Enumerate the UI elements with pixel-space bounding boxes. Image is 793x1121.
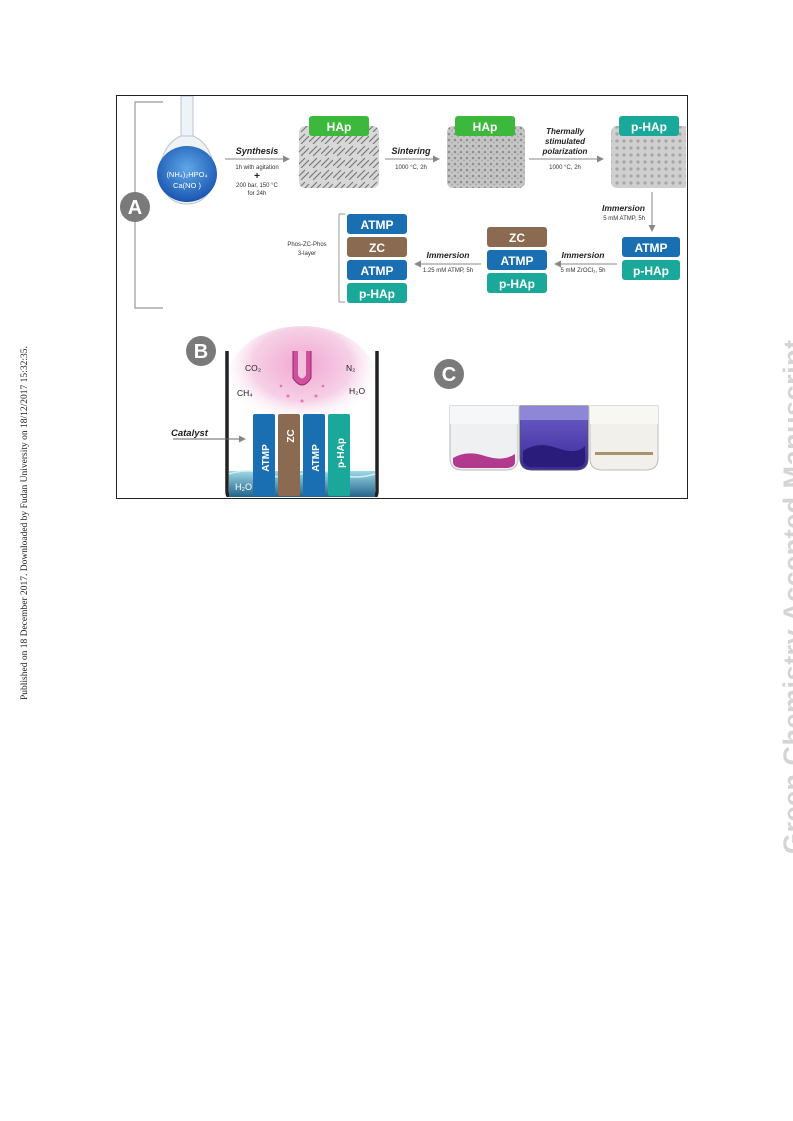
gas-h2o-label: H₂O (349, 386, 365, 396)
badge-hap-2 (455, 116, 515, 136)
layer-stack-2: ZC ATMP p-HAp (487, 227, 547, 293)
catalyst-layer-4: p-HAp (336, 438, 347, 468)
step-immersion-1-title: Immersion (602, 203, 645, 213)
panel-a-badge (120, 192, 150, 222)
panel-b-letter: B (194, 341, 208, 363)
flask-reagent-2: Ca(NO ) (173, 181, 201, 190)
stack-2-layer-2: ATMP (500, 254, 533, 268)
scheme-figure: A (NH₄)₂HPO₄ Ca(NO ) Synthesis 1h with a… (116, 95, 688, 499)
gas-co2-label: CO₂ (245, 363, 261, 373)
reactor-vessel (225, 351, 379, 498)
sem-image-hap-2 (447, 126, 525, 188)
badge-phap-1-label: p-HAp (631, 120, 667, 134)
step-sintering-cond: 1000 °C, 2h (395, 165, 427, 171)
step-synthesis-cond-3: for 24h (248, 191, 267, 197)
layer-stack-3: ATMP ZC ATMP p-HAp (347, 214, 407, 303)
catalyst-layer-2: ZC (286, 429, 297, 442)
flask-reagent-1: (NH₄)₂HPO₄ (166, 170, 207, 179)
panel-b-badge (186, 336, 216, 366)
layer-stack-1: ATMP p-HAp (622, 237, 680, 280)
panel-a: A (NH₄)₂HPO₄ Ca(NO ) Synthesis 1h with a… (120, 96, 687, 309)
step-polarization-title-1: Thermally (546, 127, 584, 136)
panel-c: C (434, 359, 659, 471)
step-polarization-title-2: stimulated (545, 137, 586, 146)
flask-icon (157, 96, 217, 205)
stack-3-layer-4: p-HAp (359, 287, 395, 301)
step-synthesis-cond-1: 1h with agitation (235, 165, 278, 171)
stack-3-layer-3: ATMP (360, 264, 393, 278)
badge-hap-1 (309, 116, 369, 136)
stack-3-caption-1: Phos-ZC-Phos (287, 242, 326, 248)
step-polarization-cond: 1000 °C, 2h (549, 165, 581, 171)
step-immersion-3-cond: 1.25 mM ATMP, 5h (423, 268, 473, 274)
sem-image-hap-1 (299, 126, 379, 188)
water-label: H₂O (235, 482, 252, 492)
panel-c-letter: C (442, 364, 456, 386)
badge-phap-1 (619, 116, 679, 136)
vial-3 (589, 405, 659, 471)
step-immersion-3-title: Immersion (427, 250, 470, 260)
badge-hap-2-label: HAp (473, 120, 498, 134)
panel-c-badge (434, 359, 464, 389)
step-sintering-title: Sintering (391, 146, 431, 156)
stack-1-layer-1: ATMP (634, 241, 667, 255)
catalyst-label: Catalyst (171, 428, 209, 439)
scheme-svg: A (NH₄)₂HPO₄ Ca(NO ) Synthesis 1h with a… (120, 96, 687, 498)
step-immersion-2-cond: 5 mM ZrOCl₂, 5h (561, 268, 606, 274)
badge-hap-1-label: HAp (327, 120, 352, 134)
stack-1-layer-2: p-HAp (633, 264, 669, 278)
step-synthesis-plus: + (254, 171, 260, 182)
uv-lamp-icon (279, 351, 325, 403)
publication-notice-text: Published on 18 December 2017. Downloade… (20, 346, 30, 700)
journal-watermark: Green Chemistry Accepted Manuscript (750, 250, 793, 870)
step-immersion-1-cond: 5 mM ATMP, 5h (603, 216, 645, 222)
step-synthesis-cond-2: 200 bar, 150 °C (236, 183, 278, 189)
step-polarization-title-3: polarization (542, 147, 588, 156)
catalyst-stack: ATMP ZC ATMP p-HAp (253, 414, 350, 496)
stack-3-caption-2: 3-layer (298, 251, 316, 257)
stack-3-layer-2: ZC (369, 241, 385, 255)
stack-3-bracket (338, 213, 345, 303)
vial-2 (519, 405, 589, 471)
sem-image-phap (611, 126, 687, 188)
vial-1 (449, 405, 519, 471)
step-immersion-2-title: Immersion (562, 250, 605, 260)
gas-ch4-label: CH₄ (237, 388, 253, 398)
journal-watermark-text: Green Chemistry Accepted Manuscript (778, 339, 793, 854)
catalyst-layer-3: ATMP (311, 444, 322, 472)
panel-b: B CO₂ N₂ CH₄ H₂O Catalyst ATMP (171, 326, 413, 498)
stack-3-layer-1: ATMP (360, 218, 393, 232)
panel-a-letter: A (128, 197, 142, 219)
stack-2-layer-3: p-HAp (499, 277, 535, 291)
publication-notice: Published on 18 December 2017. Downloade… (4, 110, 30, 710)
gas-n2-label: N₂ (346, 363, 355, 373)
step-synthesis-title: Synthesis (236, 146, 279, 156)
stack-2-layer-1: ZC (509, 231, 525, 245)
catalyst-layer-1: ATMP (261, 444, 272, 472)
